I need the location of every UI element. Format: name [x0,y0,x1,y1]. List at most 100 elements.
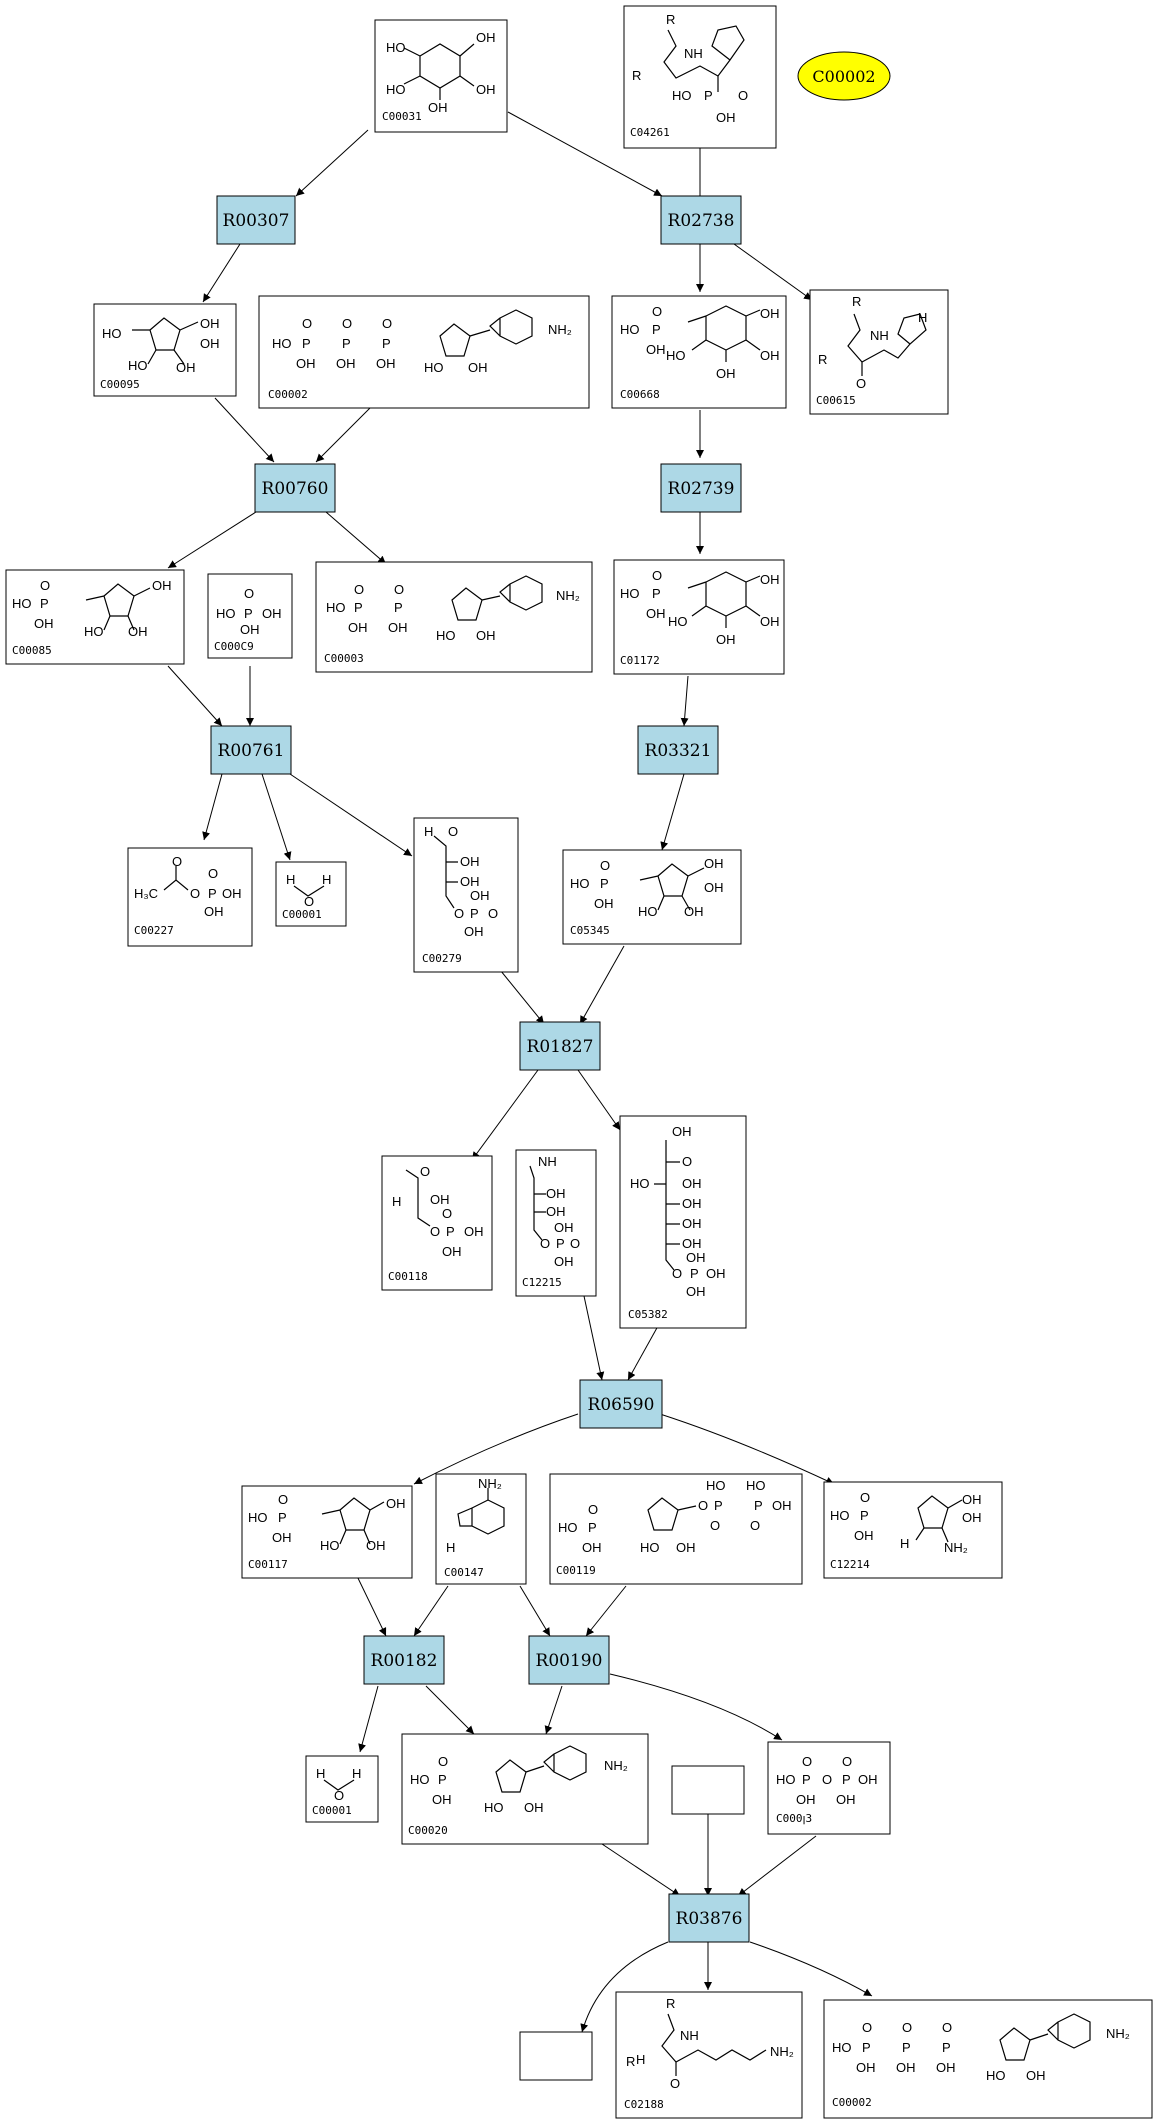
structure-C04261 [663,25,745,92]
compound-C00147[interactable]: NH₂ H C00147 [435,1473,527,1585]
reaction-R03876[interactable]: R03876 [668,1893,750,1943]
atom-label: O [672,1266,682,1281]
compound-C00095[interactable]: HO OH OH HO OH C00095 [93,303,237,397]
edge [580,1941,669,2033]
compound-C00668[interactable]: HO P O OH OH OH HO OH C00668 [611,295,787,409]
atom-label: O [750,1518,760,1533]
reaction-R03321[interactable]: R03321 [637,725,719,775]
compound-C00119[interactable]: HO P O OH HO OH O P P HO HO OH O O C0011… [549,1473,803,1585]
edge [737,1835,817,1897]
atom-label: O [862,2020,872,2035]
atom-label: P [754,1498,763,1513]
atom-label: P [40,596,49,611]
atom-label: O [682,1154,692,1169]
compound-label: C01172 [620,654,660,667]
atom-label: O [822,1772,832,1787]
compound-C00118[interactable]: O H OH O P OH O OH C00118 [381,1155,493,1291]
atom-label: P [902,2040,911,2055]
structure-C00031 [403,43,475,100]
structure-C00668 [687,305,761,362]
structure-C00117 [321,1497,385,1545]
structure-C02188 [661,2013,767,2076]
atom-label: OH [432,1792,452,1807]
compound-C00227[interactable]: H₃C O O P O OH OH C00227 [127,847,253,947]
atom-label: HO [830,1508,850,1523]
compound-empty-node[interactable] [671,1765,745,1815]
structure-C00615 [847,313,927,376]
compound-C00085[interactable]: HO P O OH OH HO OH C00085 [5,569,185,665]
atom-label: H [316,1766,325,1781]
reaction-R00761[interactable]: R00761 [210,725,292,775]
compound-C00003[interactable]: HO P P O O OH OH HO OH NH₂ C00003 [315,561,593,673]
compound-C00002[interactable]: HO P P P O O O OH OH OH HO OH NH₂ C00002 [258,295,590,409]
atom-label: OH [716,632,736,647]
atom-label: P [208,886,217,901]
atom-label: HO [630,1176,650,1191]
compound-C00001[interactable]: H O H C00001 [305,1755,379,1823]
compound-C00001[interactable]: H O H C00001 [275,861,347,927]
atom-label: O [208,866,218,881]
atom-label: O [334,1788,344,1803]
atom-label: OH [854,1528,874,1543]
compound-C05345[interactable]: HO P O OH OH OH HO OH C05345 [562,849,742,945]
compound-C12214[interactable]: HO P O OH OH OH H NH₂ C12214 [823,1481,1003,1579]
compound-C00117[interactable]: HO P O OH OH HO OH C00117 [241,1485,413,1579]
compound-C00013[interactable]: HO P P O O O OH OH OH C000ꞁ3 [767,1741,891,1835]
atom-label: P [446,1224,455,1239]
atom-label: O [738,88,748,103]
atom-label: P [600,876,609,891]
atom-label: OH [682,1196,702,1211]
atom-label: OH [34,616,54,631]
compound-C00279[interactable]: H O OH OH O P O OH OH C00279 [413,817,519,973]
atom-label: OH [684,904,704,919]
reaction-R01827[interactable]: R01827 [519,1021,601,1071]
atom-label: OH [442,1244,462,1259]
structure-C05382 [654,1140,680,1271]
atom-label: O [860,1490,870,1505]
atom-label: OH [366,1538,386,1553]
reaction-label: R02738 [668,211,735,231]
atom-label: OH [706,1266,726,1281]
edge [355,1573,387,1637]
atom-label: OH [704,856,724,871]
edge [507,111,663,197]
compound-C00020[interactable]: HO P O OH HO OH NH₂ C00020 [401,1733,649,1845]
reaction-R00182[interactable]: R00182 [363,1635,445,1685]
reaction-R02739[interactable]: R02739 [660,463,742,513]
compound-C00009[interactable]: O P HO OH OH C000C9 [207,573,293,659]
atom-label: OH [554,1220,574,1235]
compound-label: C00147 [444,1566,484,1579]
compound-C00615[interactable]: R NH R H O C00615 [809,289,949,415]
compound-label: C000C9 [214,640,254,653]
structure-C00095 [132,317,199,365]
compound-C00002[interactable]: HO P P P O O O OH OH OH HO OH NH₂ C00002 [823,1999,1153,2119]
structure-C05345 [639,863,705,911]
reaction-R06590[interactable]: R06590 [579,1379,663,1429]
reaction-R00190[interactable]: R00190 [528,1635,610,1685]
compound-label: C00668 [620,388,660,401]
atom-label: HO [620,322,640,337]
reaction-R02738[interactable]: R02738 [660,195,742,245]
compound-C01172[interactable]: HO P O OH OH OH HO OH C01172 [613,559,785,675]
compound-empty-node[interactable] [519,2031,593,2081]
compound-C05382[interactable]: OH O HO OH OH OH OH O P OH OH OH C05382 [619,1115,747,1329]
highlight-compound-C00002[interactable]: C00002 [797,51,891,101]
atom-label: OH [716,366,736,381]
atom-label: OH [582,1540,602,1555]
compound-C04261[interactable]: R NH R P HO O OH C04261 [623,5,777,149]
structure-C00279 [433,835,458,909]
atom-label: R [632,68,641,83]
compound-C12215[interactable]: NH OH OH O P O OH OH C12215 [515,1149,597,1297]
edge [425,1685,475,1735]
compound-label: C00118 [388,1270,428,1283]
reaction-R00307[interactable]: R00307 [216,195,296,245]
reaction-R00760[interactable]: R00760 [254,463,336,513]
atom-label: OH [204,904,224,919]
compound-C02188[interactable]: R NH R H NH₂ O C02188 [615,1991,803,2119]
atom-label: HO [640,1540,660,1555]
compound-C00031[interactable]: HO OH OH HO OH C00031 [374,19,508,133]
atom-label: OH [962,1510,982,1525]
compound-label: C00002 [832,2096,872,2109]
atom-label: H [286,872,295,887]
atom-label: R [852,294,861,309]
